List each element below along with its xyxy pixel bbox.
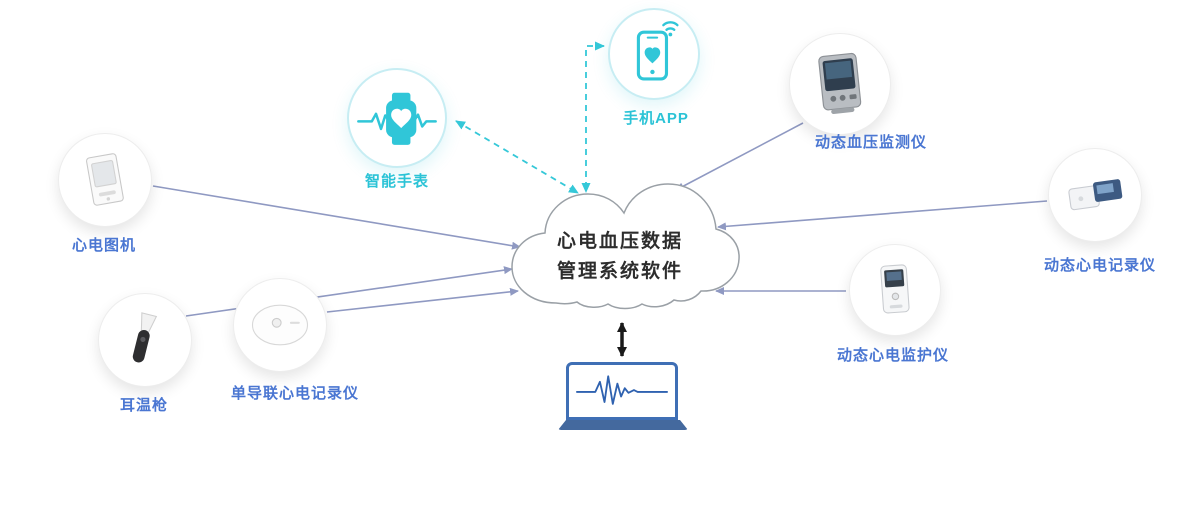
bp-monitor-label: 动态血压监测仪: [814, 134, 928, 151]
smartwatch-heart-ecg-icon: [357, 92, 437, 145]
ear-thermometer-icon: [132, 312, 158, 363]
connector-ecg-patch-cloud: [326, 287, 519, 313]
ecg-machine-icon: [86, 153, 124, 206]
connector-smartwatch-cloud: [455, 120, 579, 194]
connector-holter-recorder-cloud: [717, 200, 1048, 231]
cloud-title-line2: 管理系统软件: [556, 261, 683, 282]
holter-recorder-node: [1048, 148, 1142, 242]
ecg-monitor-icon: [880, 264, 910, 314]
ecg-machine-node: [58, 133, 152, 227]
holter-recorder-icon: [1068, 179, 1123, 211]
ear-thermometer-node: [98, 293, 192, 387]
laptop-ecg-icon: [576, 375, 668, 405]
laptop-screen: [566, 362, 678, 420]
phone-node: [608, 8, 700, 100]
cloud-software: 心电血压数据 管理系统软件: [500, 175, 740, 325]
cloud-title-line1: 心电血压数据: [556, 231, 683, 252]
laptop-base: [558, 420, 688, 430]
ecg-monitor-node: [849, 244, 941, 336]
connector-phone-cloud: [581, 41, 605, 193]
bp-monitor-icon: [818, 52, 862, 114]
smartwatch-label: 智能手表: [364, 173, 430, 190]
ecg-monitor-label: 动态心电监护仪: [836, 347, 950, 364]
smartphone-heart-wifi-icon: [636, 21, 679, 81]
ecg-patch-label: 单导联心电记录仪: [230, 385, 360, 402]
ecg-patch-icon: [251, 304, 309, 346]
smartwatch-node: [347, 68, 447, 168]
connector-bp-monitor-cloud: [675, 122, 804, 191]
bp-monitor-node: [789, 33, 891, 135]
cloud-shape: [511, 183, 740, 310]
ecg-patch-node: [233, 278, 327, 372]
ecg-machine-label: 心电图机: [71, 237, 137, 254]
ear-thermometer-label: 耳温枪: [119, 397, 169, 414]
holter-recorder-label: 动态心电记录仪: [1043, 257, 1157, 274]
cloud-title: 心电血压数据 管理系统软件: [500, 227, 740, 287]
phone-label: 手机APP: [623, 110, 689, 127]
connector-ecg-machine-cloud: [152, 185, 521, 250]
